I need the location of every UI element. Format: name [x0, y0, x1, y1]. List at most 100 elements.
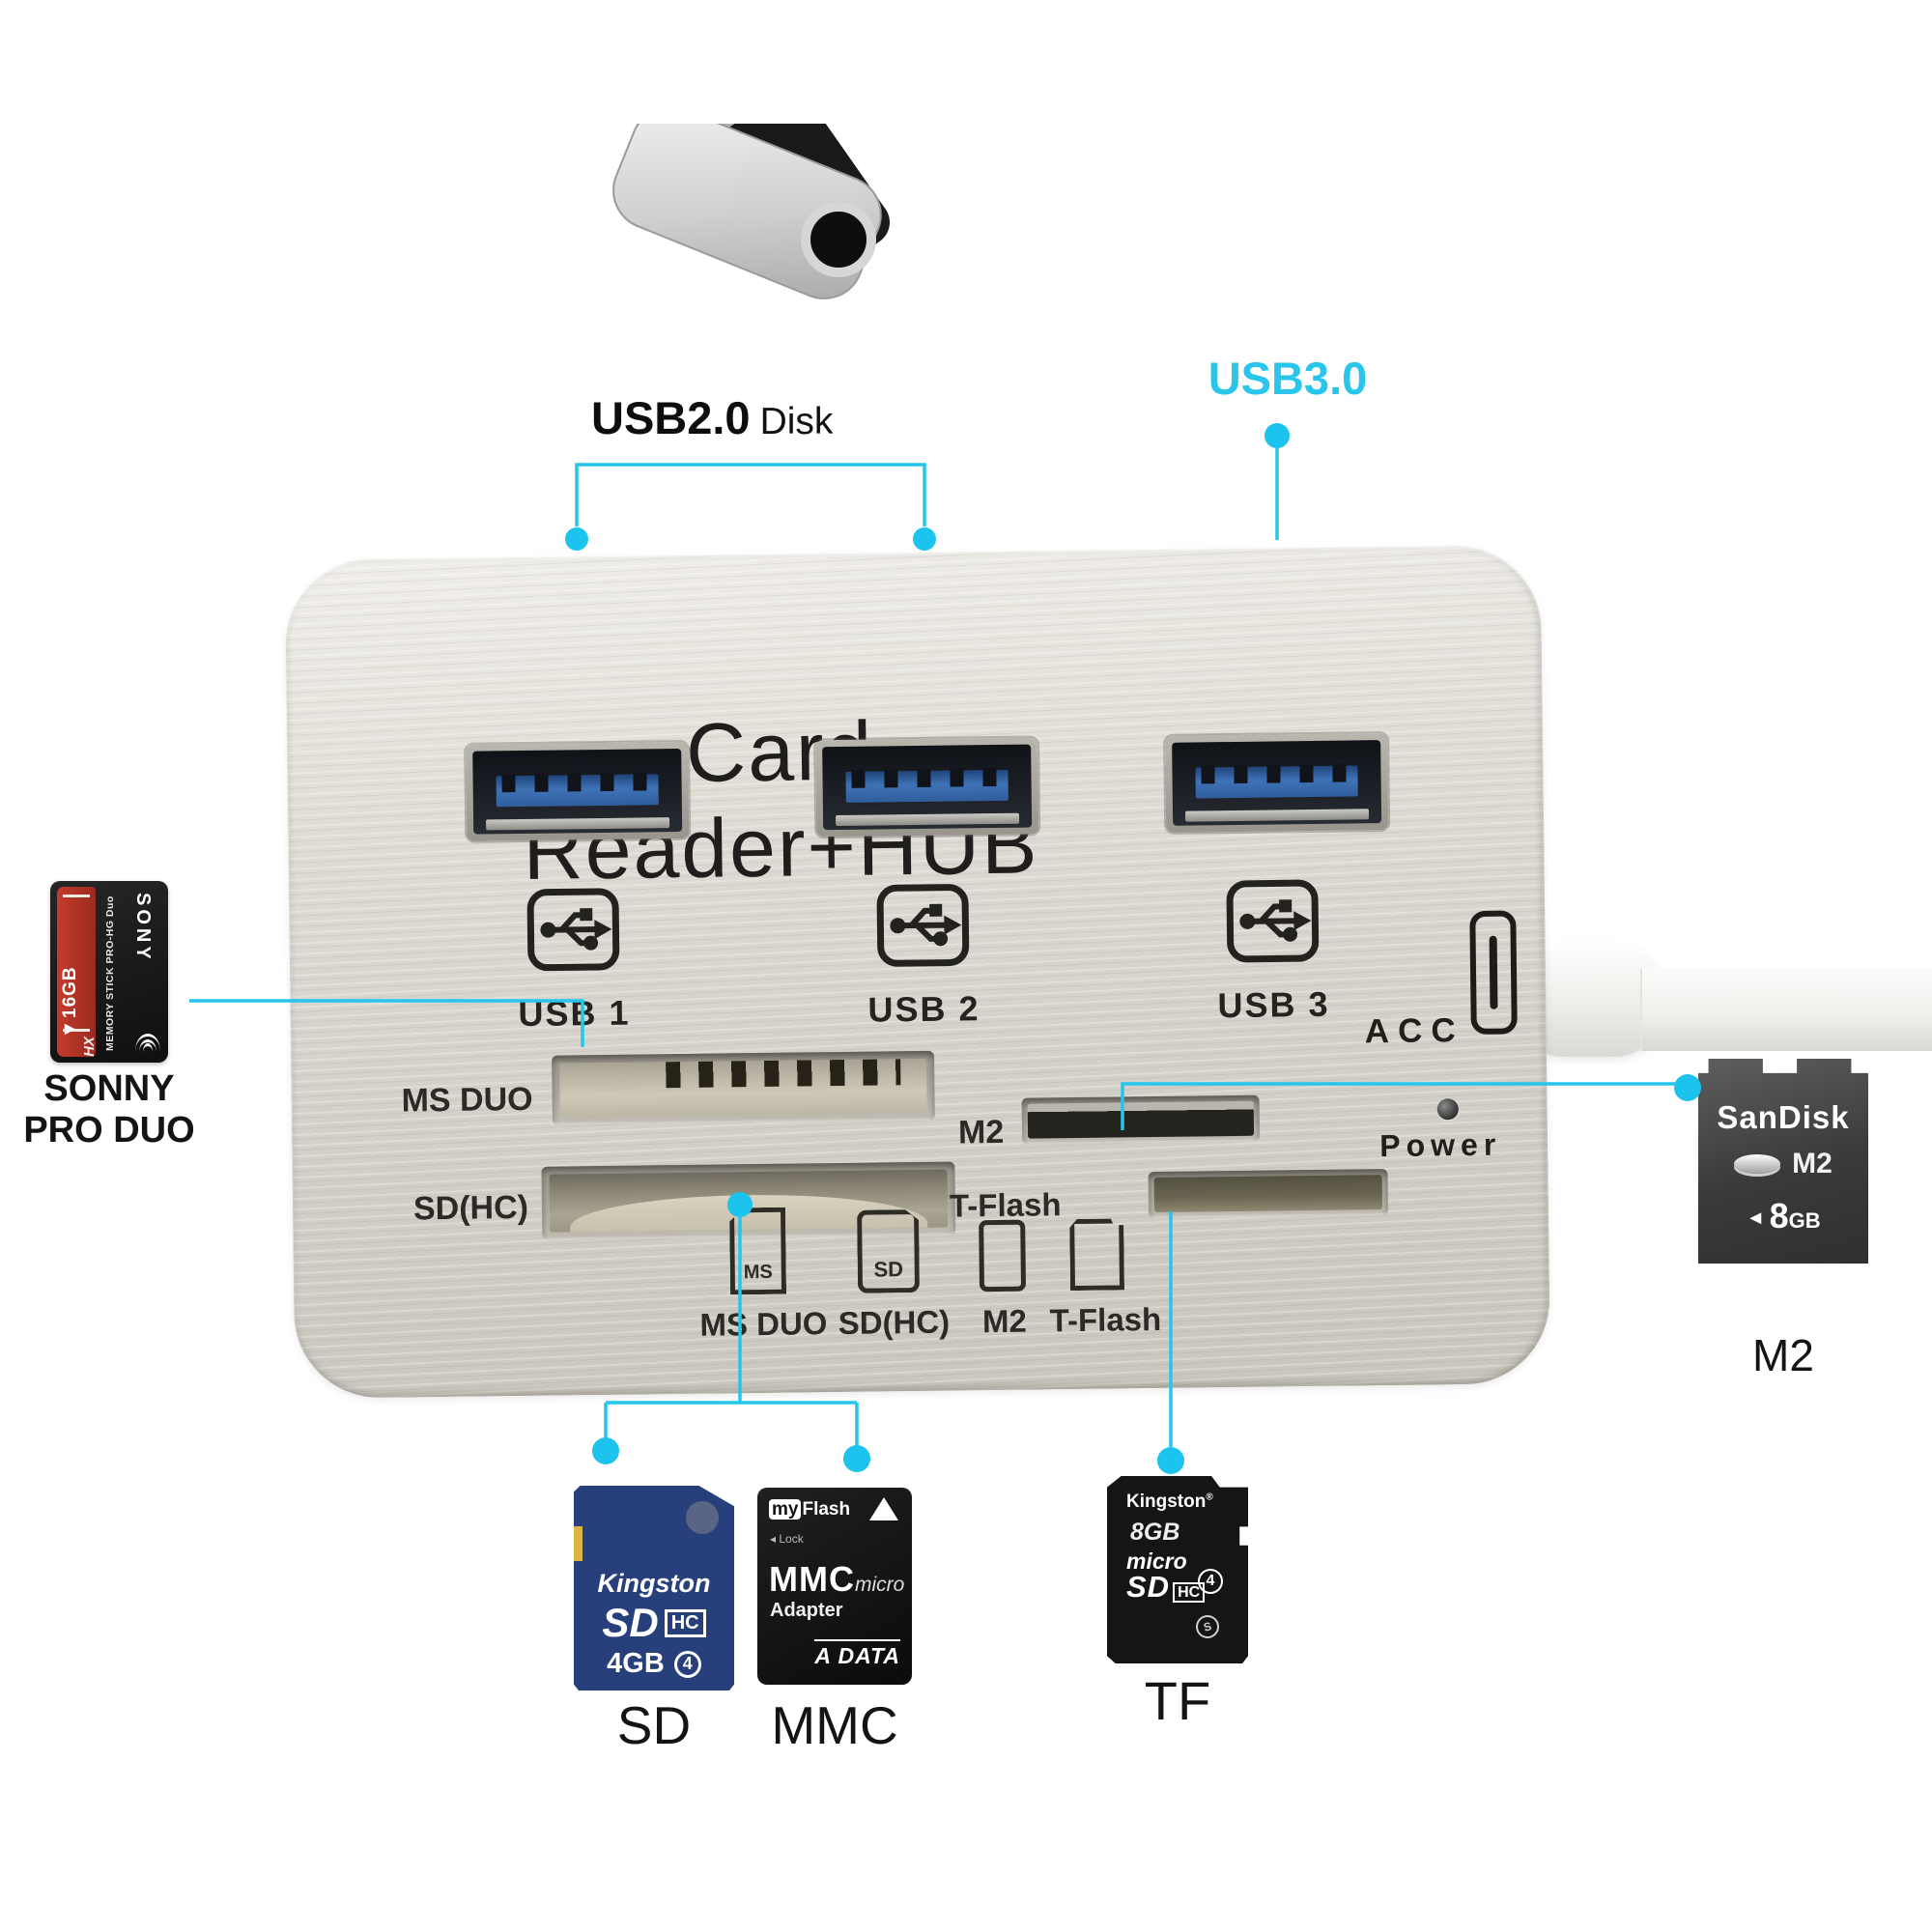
- microsd-logo-micro: micro: [1126, 1548, 1187, 1574]
- ms-duo-slot-inner: [559, 1058, 927, 1118]
- acc-port-outline-icon: [1469, 910, 1518, 1036]
- sd-card-lock-tab: [574, 1526, 582, 1561]
- ms-duo-slot: [552, 1050, 935, 1125]
- kingston-sd-card-image: Kingston SD HC 4GB 4: [574, 1486, 734, 1690]
- drive-pivot: [801, 202, 876, 277]
- sony-pro-duo-card-image: ◄16GB MEMORY STICK PRO-HG Duo SONY HX: [50, 881, 168, 1063]
- usb-cable: [1640, 968, 1932, 1051]
- usb3-caption: USB3.0: [1208, 353, 1368, 404]
- callout-dot-usb2: [913, 527, 936, 551]
- t-flash-slot: [1148, 1169, 1389, 1219]
- tf-card-class-badge: 4: [1198, 1569, 1223, 1594]
- mmc-lock-text: ◂ Lock: [770, 1532, 804, 1546]
- sandisk-capacity: ◄ 8GB: [1698, 1196, 1868, 1236]
- tf-card-caption: TF: [1144, 1670, 1211, 1731]
- tf-card-brand: Kingston®: [1126, 1492, 1213, 1513]
- usb2-disk-caption: USB2.0 Disk: [591, 391, 833, 444]
- callout-dot-sd-card: [592, 1437, 619, 1464]
- usb-port-3: [1165, 733, 1389, 833]
- usb-port-2-cavity: [822, 744, 1033, 831]
- sony-caption-line2: PRO DUO: [23, 1109, 195, 1151]
- ms-duo-card-outline-icon: MS: [729, 1208, 786, 1295]
- mmc-logo-text: Flash: [802, 1499, 851, 1520]
- sandisk-capacity-unit: GB: [1788, 1208, 1821, 1233]
- sony-card-series-text: MEMORY STICK PRO-HG Duo: [104, 895, 116, 1051]
- m2-slot-inner: [1027, 1100, 1255, 1139]
- sdhc-logo-sub: HC: [664, 1608, 706, 1637]
- t-flash-card-outline-icon: [1069, 1218, 1124, 1291]
- sd-card-class-badge: 4: [673, 1650, 701, 1678]
- sandisk-arrow: ◄: [1746, 1208, 1766, 1229]
- usb-port-2: [815, 737, 1039, 838]
- mmc-card-caption: MMC: [771, 1695, 898, 1755]
- m2-logo-lens-icon: [1734, 1154, 1781, 1174]
- sandisk-card-caption: M2: [1752, 1330, 1814, 1380]
- tf-brand-reg: ®: [1206, 1492, 1213, 1503]
- ms-duo-slot-label: MS DUO: [401, 1080, 533, 1120]
- sd-card-caption: SD: [616, 1695, 692, 1755]
- callout-dot-m2: [1674, 1074, 1701, 1101]
- sd-card-label-art: [574, 1486, 734, 1561]
- usb-port-2-contacts: [851, 767, 1003, 788]
- mmc-subtitle: Adapter: [770, 1600, 843, 1621]
- usb-trident-icon: [526, 888, 620, 972]
- mmc-card-triangle-icon: [869, 1497, 898, 1520]
- icon-label-ms-duo: MS DUO: [699, 1305, 828, 1343]
- icon-label-sd-hc: SD(HC): [838, 1303, 951, 1342]
- usb-port-1-shell: [485, 817, 670, 831]
- sony-card-hx-mark: HX: [80, 1037, 98, 1057]
- mmc-brand: A DATA: [814, 1639, 900, 1669]
- usb-port-1-contacts: [501, 772, 653, 793]
- usb2-caption-bold: USB2.0: [591, 392, 751, 443]
- icon-label-t-flash: T-Flash: [1049, 1300, 1162, 1339]
- acc-port-bar: [1489, 935, 1498, 1009]
- cable-strain-relief: [1526, 941, 1662, 1057]
- ms-icon-glyph: MS: [743, 1261, 773, 1284]
- sd-card-brand: Kingston: [597, 1569, 711, 1598]
- sandisk-m2-card-image: SanDisk M2 ◄ 8GB: [1698, 1059, 1868, 1264]
- power-label: Power: [1379, 1126, 1502, 1164]
- sony-card-red-stripe: [57, 887, 96, 1057]
- usb-port-1: [466, 741, 690, 841]
- sandisk-capacity-number: 8: [1769, 1196, 1789, 1236]
- callout-dot-usb1: [565, 527, 588, 551]
- usb-trident-icon: [876, 884, 970, 967]
- acc-label: ACC: [1364, 1011, 1464, 1051]
- usb-trident-icon: [1226, 879, 1320, 963]
- power-led-hole: [1436, 1098, 1459, 1121]
- usb1-port-label: USB 1: [518, 992, 631, 1035]
- ms-duo-slot-pins: [666, 1059, 901, 1089]
- t-flash-slot-label: T-Flash: [949, 1186, 1062, 1224]
- m2-slot-label: M2: [957, 1113, 1005, 1151]
- usb2-port-label: USB 2: [867, 988, 980, 1030]
- sandisk-type: M2: [1792, 1148, 1833, 1179]
- tf-card-capacity: 8GB: [1130, 1519, 1180, 1546]
- callout-dot-mmc-card: [843, 1445, 870, 1472]
- magicgate-icon: [135, 1034, 160, 1051]
- usb3-port-label: USB 3: [1217, 983, 1330, 1026]
- tf-brand-text: Kingston: [1126, 1492, 1207, 1512]
- usb-port-3-cavity: [1172, 740, 1382, 826]
- usb-port-3-contacts: [1201, 763, 1352, 784]
- mmc-title: MMC: [769, 1559, 855, 1599]
- callout-dot-tf-card: [1157, 1447, 1184, 1474]
- microsd-logo-sub: HC: [1173, 1581, 1206, 1603]
- microsd-logo-main: SD: [1126, 1569, 1171, 1604]
- mmc-title-sub: micro: [854, 1574, 905, 1596]
- card-reader-hub-device: Card Reader+HUB: [284, 545, 1551, 1399]
- sony-card-capacity: ◄16GB: [60, 966, 80, 1039]
- usb-port-3-shell: [1184, 809, 1370, 822]
- callout-dot-usb3: [1264, 423, 1290, 448]
- tf-card-s-mark: S: [1193, 1612, 1222, 1641]
- sd-icon-glyph: SD: [873, 1257, 904, 1282]
- sd-card-art-circle: [686, 1501, 719, 1534]
- sandisk-brand: SanDisk: [1717, 1099, 1850, 1135]
- sd-card-capacity: 4GB: [607, 1648, 665, 1679]
- sony-card-caption: SONNY PRO DUO: [19, 1068, 199, 1151]
- sony-card-brand: SONY: [132, 893, 154, 963]
- usb-port-2-shell: [835, 813, 1020, 826]
- usb-flash-drive-image: [612, 124, 890, 299]
